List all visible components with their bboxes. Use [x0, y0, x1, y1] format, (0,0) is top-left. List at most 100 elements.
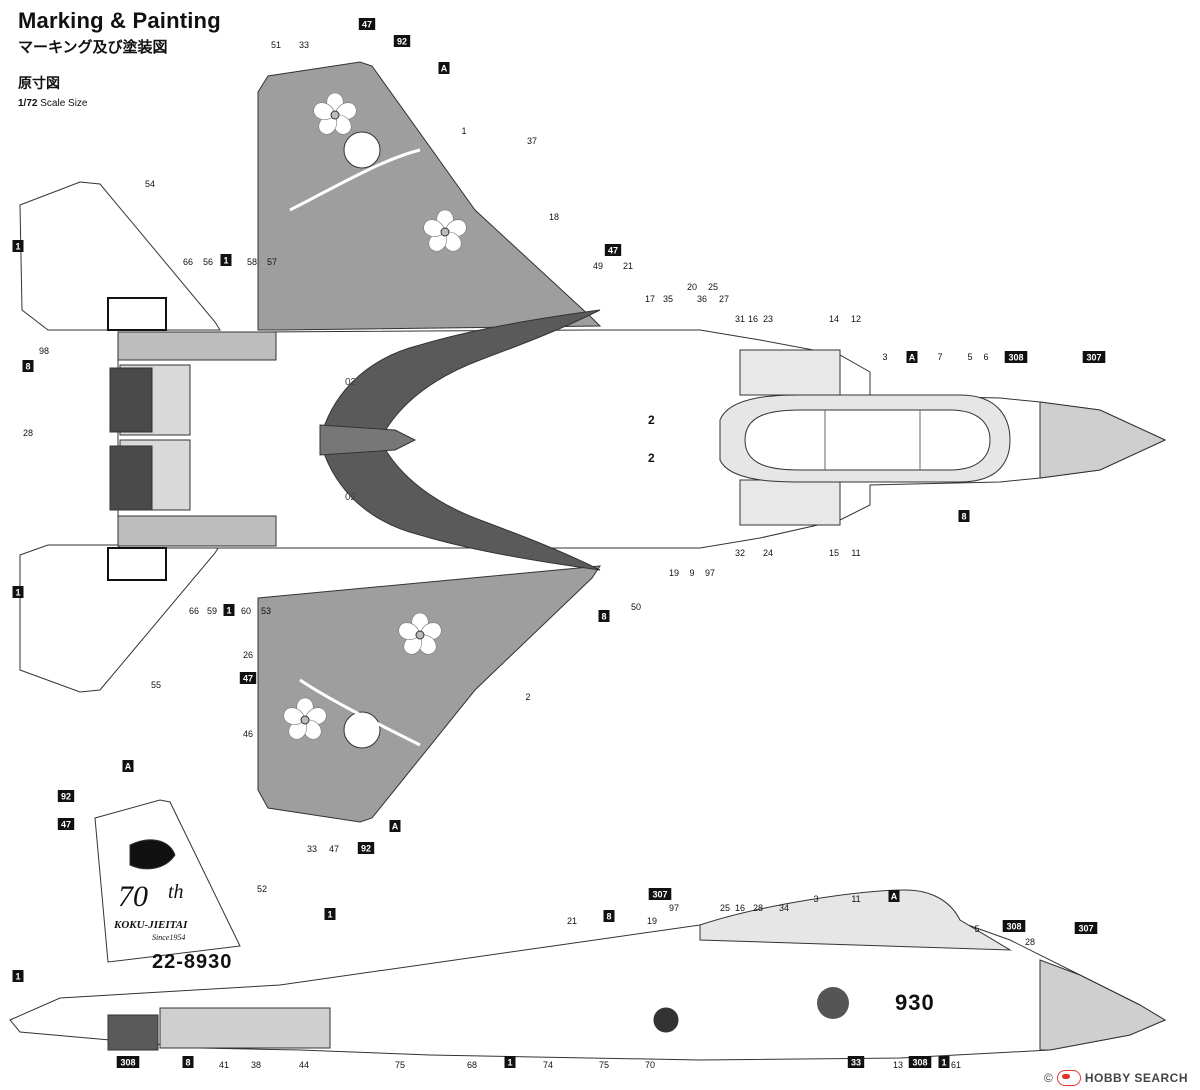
top-boxed-callout-box	[906, 351, 918, 363]
scale-ratio: 1/72	[18, 98, 38, 109]
top-callout: 27	[719, 294, 729, 304]
top-boxed-callout-box	[604, 244, 622, 256]
side-boxed-callout: 1	[15, 972, 20, 982]
top-boxed-callout-box	[357, 842, 375, 854]
top-boxed-callout-box	[22, 360, 34, 372]
scale-size: Scale Size	[40, 98, 88, 109]
hinomaru-upper	[343, 131, 381, 169]
intake-lower	[739, 479, 841, 526]
hinomaru-lower	[343, 711, 381, 749]
side-view-labels: 22-8930 930 70 th KOKU-JIEITAI Since1954	[113, 880, 934, 1015]
aft-panel-upper	[117, 331, 277, 361]
top-callout: 47	[329, 844, 339, 854]
upper-wing	[257, 61, 602, 331]
top-boxed-callout-box	[12, 240, 24, 252]
side-boxed-callout-box	[908, 1056, 932, 1068]
side-callout: 25	[720, 903, 730, 913]
top-view	[19, 61, 1167, 823]
side-boxed-callout-box	[504, 1056, 516, 1068]
side-callout: 44	[299, 1060, 309, 1070]
side-boxed-callout: 8	[606, 912, 611, 922]
side-boxed-callout-box	[57, 790, 75, 802]
scale-label: 1/72 Scale Size	[18, 98, 221, 109]
side-boxed-callout: 8	[185, 1058, 190, 1068]
side-callout: 28	[1025, 937, 1035, 947]
top-boxed-callout: 8	[961, 512, 966, 522]
side-boxed-callout-box	[1002, 920, 1026, 932]
side-boxed-callout: 1	[941, 1058, 946, 1068]
side-callout: 68	[467, 1060, 477, 1070]
top-callout: 3	[882, 352, 887, 362]
canopy-glass	[744, 409, 991, 471]
side-callout: 34	[779, 903, 789, 913]
top-callout: 66	[183, 257, 193, 267]
brand-name: HOBBY SEARCH	[1084, 1071, 1188, 1085]
side-boxed-callout-box	[57, 818, 75, 830]
top-boxed-callout: 92	[361, 844, 371, 854]
top-callout: 11	[851, 548, 860, 558]
top-callout: 66	[189, 606, 199, 616]
side-callout: 74	[543, 1060, 553, 1070]
top-callout: 33	[307, 844, 317, 854]
top-callout: 6	[983, 352, 988, 362]
top-boxed-callout-box	[389, 820, 401, 832]
top-callout: 23	[763, 314, 773, 324]
top-boxed-callout: 1	[226, 606, 231, 616]
eagle-wing-lower	[319, 439, 601, 571]
top-callout: 15	[829, 548, 839, 558]
side-boxed-callout-box	[116, 1056, 140, 1068]
side-boxed-callout: 307	[652, 890, 667, 900]
upper-stabilizer	[19, 181, 221, 331]
top-callout: 7	[937, 352, 942, 362]
side-nose-cone	[1039, 959, 1167, 1051]
side-boxed-callout: 1	[507, 1058, 512, 1068]
top-callout: 31	[735, 314, 745, 324]
side-boxed-callout-box	[324, 908, 336, 920]
top-boxed-callout: 8	[601, 612, 606, 622]
copyright-mark: ©	[1044, 1071, 1053, 1085]
vertical-tail	[94, 799, 241, 963]
eagle-head	[319, 424, 417, 456]
side-callout: 38	[251, 1060, 261, 1070]
nose-cone	[1039, 401, 1167, 479]
top-boxed-callout: 308	[1008, 353, 1023, 363]
top-callout: 32	[735, 548, 745, 558]
top-boxed-callout: 1	[15, 588, 20, 598]
top-callout: 16	[748, 314, 758, 324]
side-callout: 97	[669, 903, 679, 913]
scale-label-japanese: 原寸図	[18, 75, 60, 91]
nozzle-lower	[109, 445, 153, 511]
side-callout: 41	[219, 1060, 229, 1070]
side-callout: 75	[599, 1060, 609, 1070]
aft-panel-lower	[117, 515, 277, 547]
side-boxed-callout-box	[648, 888, 672, 900]
side-boxed-callout: A	[891, 892, 898, 902]
side-nozzle	[107, 1014, 159, 1051]
top-boxed-callout: A	[441, 64, 448, 74]
side-view	[9, 799, 1167, 1061]
top-callout: 17	[645, 294, 655, 304]
top-boxed-callout: 92	[397, 37, 407, 47]
top-callout: 20	[687, 282, 697, 292]
top-callout: 98	[39, 346, 49, 356]
top-callout: 2	[525, 692, 530, 702]
eagle-wing-upper	[319, 309, 601, 441]
nozzle-upper	[109, 367, 153, 433]
side-boxed-callout: 1	[327, 910, 332, 920]
side-boxed-callout-box	[888, 890, 900, 902]
top-callout: 25	[708, 282, 718, 292]
top-callout: 18	[549, 212, 559, 222]
top-callout: 21	[623, 261, 633, 271]
top-boxed-callout: 307	[1086, 353, 1101, 363]
top-boxed-callout: 47	[243, 674, 253, 684]
side-boxed-callout-box	[1074, 922, 1098, 934]
side-boxed-callout: A	[125, 762, 132, 772]
number-2-lower: 2	[648, 451, 655, 465]
top-boxed-callout-box	[438, 62, 450, 74]
top-boxed-callout: 47	[608, 246, 618, 256]
top-boxed-callout-box	[598, 610, 610, 622]
tail-code-lower: 02	[345, 492, 357, 503]
top-boxed-callout-box	[12, 586, 24, 598]
top-view-labels: 2 2 02 02	[345, 377, 655, 503]
